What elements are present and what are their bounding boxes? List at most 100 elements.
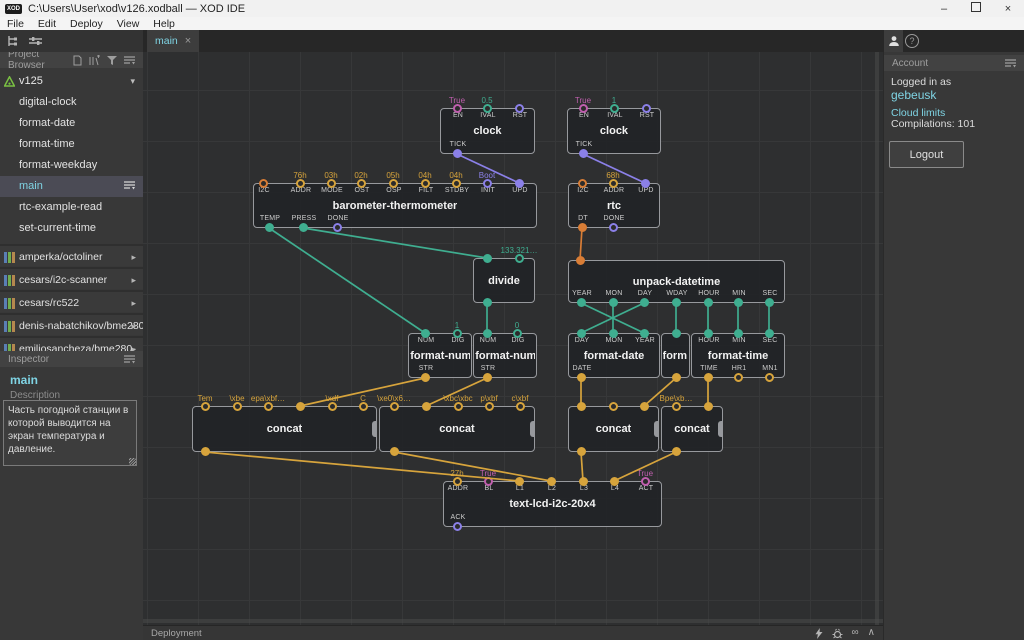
minimize-button[interactable]: –: [940, 2, 948, 15]
pin-en[interactable]: [453, 104, 462, 113]
toggle-project-browser-icon[interactable]: [7, 35, 19, 47]
pin-output[interactable]: [483, 298, 492, 307]
pin-input[interactable]: [704, 402, 713, 411]
pin-mode[interactable]: [327, 179, 336, 188]
pin-done[interactable]: [333, 223, 342, 232]
logout-button[interactable]: Logout: [889, 141, 964, 168]
sidebar-item-format-time[interactable]: format-time: [0, 134, 143, 155]
help-icon[interactable]: ?: [905, 34, 919, 48]
node-format-weekday[interactable]: form…: [661, 329, 690, 382]
collapse-panel-icon[interactable]: ∧: [867, 627, 875, 638]
pin-tick[interactable]: [579, 149, 588, 158]
pin-addr[interactable]: [609, 179, 618, 188]
pin-output[interactable]: [577, 447, 586, 456]
pin-bl[interactable]: [484, 477, 493, 486]
pin-day[interactable]: [640, 298, 649, 307]
pin-en[interactable]: [579, 104, 588, 113]
pin-addr[interactable]: [296, 179, 305, 188]
pin-dig[interactable]: [453, 329, 462, 338]
filter-icon[interactable]: [107, 55, 117, 65]
patch-context-menu-icon[interactable]: [124, 181, 135, 190]
pin-input[interactable]: [672, 402, 681, 411]
cloud-limits-label[interactable]: Cloud limits: [891, 107, 946, 119]
pin-addr[interactable]: [453, 477, 462, 486]
menu-file[interactable]: File: [7, 17, 24, 30]
pin-tick[interactable]: [453, 149, 462, 158]
node-concat-1[interactable]: concat: [192, 402, 377, 456]
sidebar-item-main[interactable]: main: [0, 176, 143, 197]
pin-date[interactable]: [577, 373, 586, 382]
sidebar-lib-denis-nabatchikov-bme280[interactable]: denis-nabatchikov/bme280▸: [0, 313, 143, 335]
new-patch-icon[interactable]: [73, 55, 82, 66]
sidebar-item-set-current-time[interactable]: set-current-time: [0, 218, 143, 239]
chevron-down-icon[interactable]: ▾: [130, 76, 135, 86]
pin-input[interactable]: [454, 402, 463, 411]
sidebar-lib-emiliosancheza-bme280[interactable]: emiliosancheza/bme280-▸: [0, 336, 143, 351]
pin-mn1[interactable]: [765, 373, 774, 382]
node-concat-4[interactable]: concat: [661, 402, 723, 456]
pin-l1[interactable]: [515, 477, 524, 486]
pin-input[interactable]: [483, 254, 492, 263]
pin-input[interactable]: [609, 402, 618, 411]
description-field[interactable]: Часть погодной станции в которой выводит…: [3, 400, 137, 466]
pin-ack[interactable]: [453, 522, 462, 531]
add-library-icon[interactable]: [89, 54, 100, 66]
pin-input[interactable]: [233, 402, 242, 411]
pin-done[interactable]: [609, 223, 618, 232]
pin-input[interactable]: [328, 402, 337, 411]
pin-press[interactable]: [299, 223, 308, 232]
sidebar-item-format-date[interactable]: format-date: [0, 113, 143, 134]
pin-init[interactable]: [483, 179, 492, 188]
chevron-right-icon[interactable]: ▸: [131, 321, 136, 331]
pin-input[interactable]: [640, 402, 649, 411]
sidebar-lib-amperka-octoliner[interactable]: amperka/octoliner▸: [0, 244, 143, 266]
sidebar-item-format-weekday[interactable]: format-weekday: [0, 155, 143, 176]
maximize-button[interactable]: [960, 2, 992, 15]
pin-output[interactable]: [390, 447, 399, 456]
pin-mon[interactable]: [609, 298, 618, 307]
pin-input[interactable]: [576, 256, 585, 265]
pin-str[interactable]: [483, 373, 492, 382]
panel-menu-icon[interactable]: [124, 354, 135, 364]
pin-input[interactable]: [359, 402, 368, 411]
pin-hour[interactable]: [704, 329, 713, 338]
menu-help[interactable]: Help: [153, 17, 175, 30]
pin-time[interactable]: [704, 373, 713, 382]
pin-upd[interactable]: [641, 179, 650, 188]
pin-output[interactable]: [672, 447, 681, 456]
pin-input[interactable]: [264, 402, 273, 411]
pin-i2c[interactable]: [259, 179, 268, 188]
pin-ival[interactable]: [610, 104, 619, 113]
pin-rst[interactable]: [515, 104, 524, 113]
upload-icon[interactable]: [815, 627, 823, 639]
panel-menu-icon[interactable]: [124, 55, 135, 65]
sidebar-lib-cesars-rc522[interactable]: cesars/rc522▸: [0, 290, 143, 312]
tab-main[interactable]: main ×: [147, 30, 200, 52]
sidebar-lib-cesars-i2c-scanner[interactable]: cesars/i2c-scanner▸: [0, 267, 143, 289]
canvas-horizontal-scrollbar[interactable]: [143, 619, 883, 623]
menu-deploy[interactable]: Deploy: [70, 17, 103, 30]
menu-view[interactable]: View: [116, 17, 140, 30]
pin-num[interactable]: [483, 329, 492, 338]
resize-grip[interactable]: [129, 458, 136, 465]
pin-input[interactable]: [422, 402, 431, 411]
pin-input[interactable]: [485, 402, 494, 411]
node-concat-2[interactable]: concat: [379, 402, 535, 456]
pin-input[interactable]: [296, 402, 305, 411]
link-icon[interactable]: ∞: [851, 627, 859, 638]
close-button[interactable]: ×: [1004, 2, 1012, 15]
pin-input[interactable]: [577, 402, 586, 411]
deployment-bar[interactable]: Deployment ∞ ∧: [143, 625, 883, 640]
pin-year[interactable]: [577, 298, 586, 307]
pin-sec[interactable]: [765, 298, 774, 307]
toggle-inspector-icon[interactable]: [29, 35, 42, 47]
pin-upd[interactable]: [515, 179, 524, 188]
pin-str[interactable]: [421, 373, 430, 382]
pin-filt[interactable]: [421, 179, 430, 188]
pin-input[interactable]: [201, 402, 210, 411]
pin-ost[interactable]: [357, 179, 366, 188]
chevron-right-icon[interactable]: ▸: [131, 252, 136, 262]
